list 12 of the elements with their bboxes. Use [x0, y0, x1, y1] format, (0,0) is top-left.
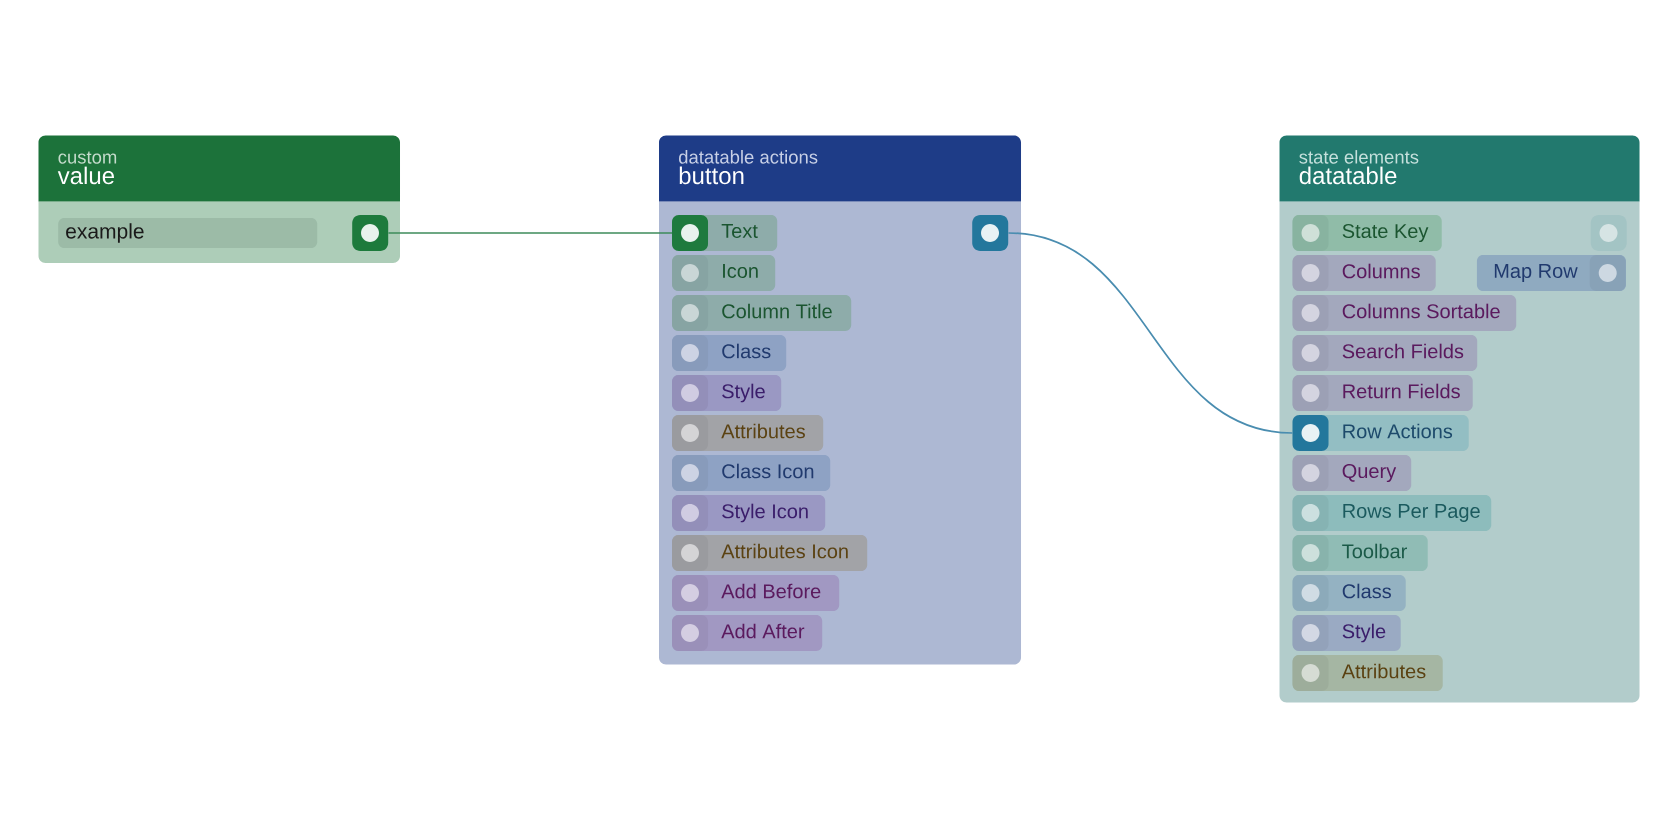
card-category: datatable actions — [679, 150, 818, 164]
connector-line — [1007, 232, 1294, 434]
card-title: value — [57, 166, 114, 185]
card-category: custom — [58, 151, 117, 164]
card-title: datatable — [1299, 166, 1397, 185]
card-title: button — [679, 166, 744, 185]
card-category: state elements — [1299, 150, 1419, 164]
connector-line — [387, 232, 673, 234]
port-icon — [972, 215, 1009, 251]
value-field: example — [58, 218, 318, 248]
port-icon — [352, 215, 389, 251]
port-icon — [1590, 215, 1627, 251]
